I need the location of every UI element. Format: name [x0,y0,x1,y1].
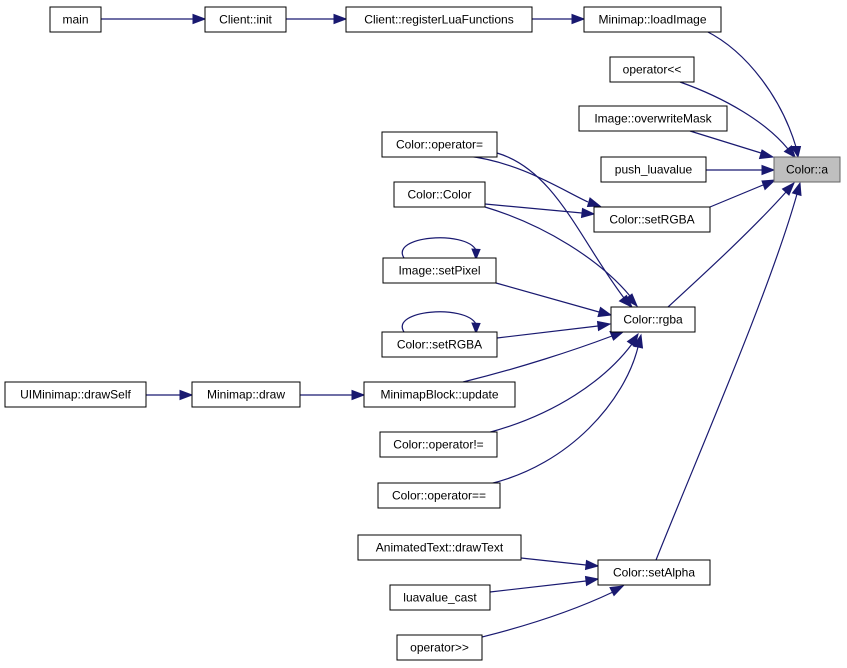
node-luavalue-cast[interactable]: luavalue_cast [389,584,491,611]
edge-operator-lshift-color-a [679,81,796,159]
node-label: Color::operator!= [393,438,483,452]
edge-drawself-minimap-draw [146,389,194,401]
node-label: push_luavalue [615,163,693,177]
node-color-a[interactable]: Color::a [773,156,841,183]
edge-rgba-color-a [667,181,795,308]
node-box [49,6,102,33]
node-color-setrgba[interactable]: Color::setRGBA [381,331,498,358]
node-label: Minimap::loadImage [598,13,706,27]
node-label: AnimatedText::drawText [376,541,504,555]
edge-overwritemask-color-a [689,130,775,160]
node-box [363,381,516,408]
node-minimapblock-update[interactable]: MinimapBlock::update [363,381,516,408]
node-main[interactable]: main [49,6,102,33]
node-box [377,482,501,509]
edge-registerluafunctions-loadimage [532,13,586,25]
node-minimap-draw[interactable]: Minimap::draw [191,381,301,408]
node-color-operator-eq[interactable]: Color::operator== [377,482,501,509]
edge-color-color-setrgba-top [484,203,596,219]
node-label: Color::setAlpha [613,566,695,580]
node-box [597,559,711,586]
node-box [593,206,711,233]
node-box [204,6,287,33]
edge-setrgba-self [401,311,481,335]
node-box [381,131,498,158]
node-label: Minimap::draw [207,388,285,402]
node-label: Color::Color [407,188,471,202]
node-box [393,181,486,208]
node-operator-rshift[interactable]: operator>> [396,634,483,661]
node-box [4,381,147,408]
node-label: Color::a [786,163,828,177]
node-label: Color::setRGBA [609,213,694,227]
node-box [583,6,722,33]
node-color-operator-assign[interactable]: Color::operator= [381,131,498,158]
node-client-registerluafunctions[interactable]: Client::registerLuaFunctions [345,6,533,33]
edges-layer [101,13,802,638]
node-label: Color::operator= [396,138,483,152]
node-box [381,331,498,358]
node-label: Color::setRGBA [397,338,482,352]
edge-color-color-rgba [484,206,639,308]
edge-operator-assign-setrgba-top [466,155,602,208]
node-label: luavalue_cast [403,591,477,605]
node-color-operator-neq[interactable]: Color::operator!= [379,431,498,458]
node-box [610,306,696,333]
node-color-rgba[interactable]: Color::rgba [610,306,696,333]
node-label: operator>> [410,641,469,655]
edge-main-client-init [101,13,207,25]
edge-setalpha-color-a [655,181,802,561]
node-box [578,105,728,132]
node-label: Image::setPixel [398,264,480,278]
node-uiminimap-drawself[interactable]: UIMinimap::drawSelf [4,381,147,408]
edge-setpixel-self [401,237,481,261]
node-operator-lshift[interactable]: operator<< [609,56,695,83]
node-color-setrgba-top[interactable]: Color::setRGBA [593,206,711,233]
edge-client-init-registerluafunctions [286,13,348,25]
node-label: main [62,13,88,27]
node-box [773,156,841,183]
node-label: Image::overwriteMask [594,112,712,126]
edge-minimap-draw-update [300,389,366,401]
node-label: MinimapBlock::update [380,388,498,402]
edge-setrgba-rgba [496,320,612,339]
node-push-luavalue[interactable]: push_luavalue [600,156,707,183]
node-box [379,431,498,458]
edge-operator-rshift-setalpha [481,585,625,638]
node-box [345,6,533,33]
node-box [600,156,707,183]
node-label: Client::init [219,13,272,27]
node-animatedtext-drawtext[interactable]: AnimatedText::drawText [357,534,522,561]
node-color-setalpha[interactable]: Color::setAlpha [597,559,711,586]
node-color-color[interactable]: Color::Color [393,181,486,208]
node-image-overwritemask[interactable]: Image::overwriteMask [578,105,728,132]
edge-drawtext-setalpha [520,557,600,571]
node-box [389,584,491,611]
node-box [609,56,695,83]
node-box [357,534,522,561]
node-label: Client::registerLuaFunctions [364,13,513,27]
node-label: Color::operator== [392,489,486,503]
edge-setrgba-top-color-a [709,179,777,208]
node-client-init[interactable]: Client::init [204,6,287,33]
nodes-layer: main Client::init Client::registerLuaFunct… [4,6,841,661]
node-image-setpixel[interactable]: Image::setPixel [382,257,497,284]
node-box [396,634,483,661]
node-label: UIMinimap::drawSelf [20,388,131,402]
edge-luavalue-cast-setalpha [489,575,600,593]
node-box [191,381,301,408]
edge-loadimage-color-a [705,30,802,159]
node-label: operator<< [623,63,682,77]
edge-operator-eq-rgba [488,333,644,485]
edge-push-luavalue-color-a [706,164,776,176]
edge-setpixel-rgba [495,282,613,318]
node-label: Color::rgba [623,313,683,327]
node-box [382,257,497,284]
node-minimap-loadimage[interactable]: Minimap::loadImage [583,6,722,33]
